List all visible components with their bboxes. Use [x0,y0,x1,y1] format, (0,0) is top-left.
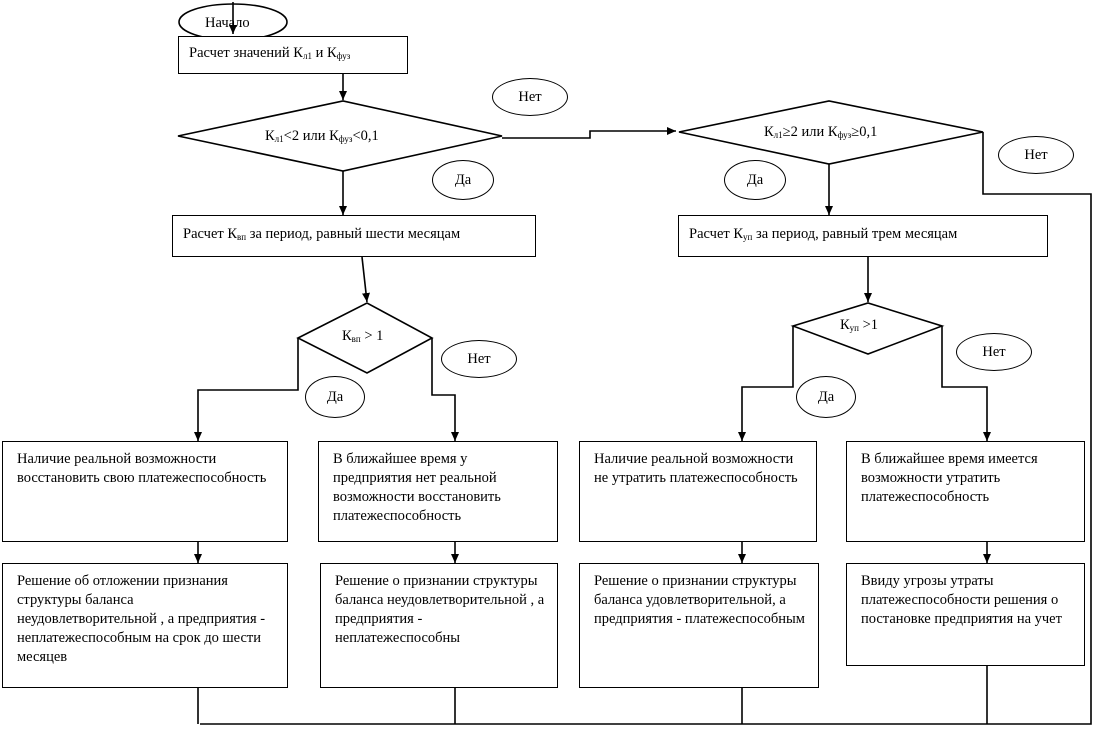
oval-net-vp: Нет [441,340,517,378]
decision-box-4: Ввиду угрозы утраты платежеспособности р… [846,563,1085,666]
decision-box-1: Решение об отложении признания структуры… [2,563,288,688]
calc-kvp-text: Расчет Квп за период, равный шести месяц… [183,226,461,242]
calc-kl-kfuz-box: Расчет значений Кл1 и Кфуз [178,36,408,74]
cond-left-text: Кл1<2 или Кфуз<0,1 [265,128,379,144]
outcome-box-3: Наличие реальной возможности не утратить… [579,441,817,542]
outcome-box-2: В ближайшее время у предприятия нет реал… [318,441,558,542]
oval-da-left: Да [432,160,494,200]
outcome-box-1: Наличие реальной возможности восстановит… [2,441,288,542]
arrow-up-net [941,326,991,441]
dec-up-text: Куп >1 [840,317,879,333]
oval-net-up: Нет [956,333,1032,371]
oval-net-top: Нет [492,78,568,116]
line-net-right-bus [200,132,1092,725]
oval-da-vp: Да [305,376,365,418]
calc-kup-text: Расчет Куп за период, равный трем месяца… [689,226,958,242]
oval-da-up: Да [796,376,856,418]
oval-da-right: Да [724,160,786,200]
calc-kvp-box: Расчет Квп за период, равный шести месяц… [172,215,536,257]
calc-top-text: Расчет значений Кл1 и Кфуз [189,45,351,61]
arrow-vp-to-dec [361,256,370,303]
arrow-up-da [738,326,794,441]
arrow-vp-net [431,338,459,441]
arrow-vp-da [194,338,299,441]
cond-right-text: Кл1≥2 или Кфуз≥0,1 [764,124,878,140]
calc-kup-box: Расчет Куп за период, равный трем месяца… [678,215,1048,257]
decision-box-2: Решение о признании структуры баланса не… [320,563,558,688]
outcome-box-4: В ближайшее время имеется возможности ут… [846,441,1085,542]
oval-net-right: Нет [998,136,1074,174]
dec-vp-text: Квп > 1 [342,328,384,344]
arrow-net-to-right [502,127,676,139]
decision-box-3: Решение о признании структуры баланса уд… [579,563,819,688]
start-label: Начало [205,15,250,31]
cond-left-diamond [177,100,503,172]
